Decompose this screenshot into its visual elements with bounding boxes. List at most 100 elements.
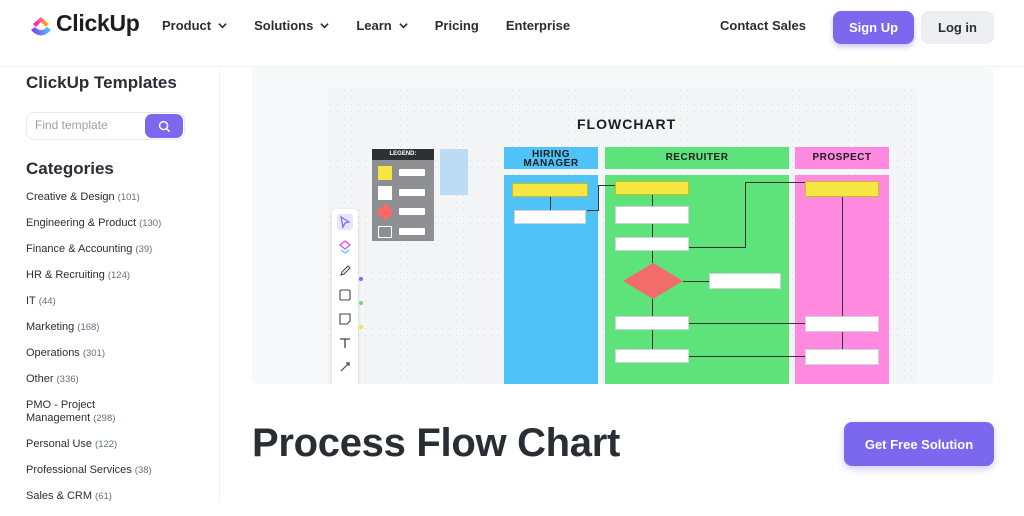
lane-hiring-manager: HIRING MANAGER [504, 147, 598, 384]
category-label: Operations [26, 347, 80, 359]
flow-connector [842, 197, 843, 316]
category-label: PMO - Project Management [26, 399, 96, 424]
category-item[interactable]: Finance & Accounting(39) [26, 243, 211, 256]
category-item[interactable]: Creative & Design(101) [26, 191, 211, 204]
page-title: Process Flow Chart [252, 421, 621, 465]
category-count: (130) [139, 218, 162, 229]
category-label: Professional Services [26, 464, 132, 476]
template-preview: FLOWCHART [252, 67, 993, 384]
legend-decision-shape [376, 203, 394, 221]
lane-header: RECRUITER [605, 147, 789, 169]
brand-name: ClickUp [56, 10, 140, 36]
category-count: (39) [135, 244, 153, 255]
flow-connector [745, 182, 746, 248]
flowchart-title: FLOWCHART [577, 116, 677, 132]
connector-tool[interactable] [337, 359, 353, 375]
nav-product[interactable]: Product [162, 18, 227, 33]
site-header: ClickUp Product Solutions Learn Pricing … [0, 0, 1024, 54]
flow-step [805, 349, 879, 365]
flow-connector [652, 224, 653, 237]
lane-body [504, 175, 598, 384]
lane-header: PROSPECT [795, 147, 889, 169]
shape-tool[interactable] [337, 287, 353, 303]
flow-step [709, 273, 781, 289]
nav-enterprise-label: Enterprise [505, 18, 571, 33]
category-item[interactable]: Professional Services(38) [26, 464, 211, 477]
square-icon [339, 289, 351, 301]
category-list: Creative & Design(101) Engineering & Prod… [26, 191, 211, 516]
category-item[interactable]: Sales & CRM(61) [26, 490, 211, 503]
text-tool[interactable] [337, 335, 353, 351]
flow-connector [689, 323, 805, 324]
flow-step [615, 349, 689, 363]
category-count: (124) [107, 270, 131, 281]
legend-flow-shape [378, 226, 392, 238]
category-label: Finance & Accounting [26, 243, 133, 255]
ai-tool[interactable] [337, 239, 353, 255]
nav-enterprise[interactable]: Enterprise [506, 18, 570, 33]
lane-recruiter: RECRUITER [605, 147, 789, 384]
sign-up-button[interactable]: Sign Up [833, 11, 914, 44]
flow-step [805, 181, 879, 197]
categories-title: Categories [26, 159, 114, 178]
flow-connector [652, 251, 653, 263]
category-item[interactable]: PMO - Project Management(298) [26, 399, 136, 425]
nav-learn[interactable]: Learn [356, 18, 408, 33]
get-free-solution-button[interactable]: Get Free Solution [844, 422, 994, 466]
nav-solutions[interactable]: Solutions [254, 18, 330, 33]
category-label: Creative & Design [26, 191, 115, 203]
clickup-logo-icon [31, 16, 51, 35]
sidebar-title: ClickUp Templates [26, 73, 177, 92]
legend-label-box [399, 228, 425, 235]
category-item[interactable]: HR & Recruiting(124) [26, 269, 211, 282]
text-icon [340, 338, 350, 348]
category-label: IT [26, 295, 36, 307]
category-count: (301) [82, 348, 105, 359]
nav-pricing[interactable]: Pricing [435, 18, 479, 33]
select-tool[interactable] [337, 214, 353, 230]
chevron-down-icon [399, 23, 408, 29]
template-search [26, 112, 185, 140]
color-dot [359, 325, 363, 329]
pen-icon [340, 265, 351, 276]
flow-step [615, 237, 689, 251]
flow-connector [745, 182, 805, 183]
chevron-down-icon [320, 23, 330, 29]
decision-diamond [623, 263, 683, 299]
category-label: Sales & CRM [26, 490, 93, 502]
whiteboard-canvas: FLOWCHART [327, 87, 917, 384]
lane-body [605, 175, 789, 384]
log-in-button[interactable]: Log in [921, 11, 994, 44]
sticky-note-tool[interactable] [337, 311, 353, 327]
chevron-down-icon [218, 23, 227, 29]
lane-header: HIRING MANAGER [504, 147, 598, 169]
flow-connector [842, 332, 843, 349]
clickup-logo[interactable]: ClickUp [30, 10, 140, 37]
flow-connector [683, 281, 709, 282]
search-button[interactable] [145, 114, 183, 138]
templates-sidebar: ClickUp Templates Categories Creative & … [0, 67, 220, 502]
search-input[interactable] [35, 118, 145, 132]
flow-step [615, 206, 689, 224]
legend-title: LEGEND: [372, 149, 434, 160]
search-icon [158, 120, 170, 132]
nav-learn-label: Learn [356, 18, 392, 33]
category-item[interactable]: Marketing(168) [26, 321, 211, 334]
category-item[interactable]: IT(44) [26, 295, 211, 308]
flow-step [805, 316, 879, 332]
cursor-icon [340, 215, 351, 229]
flow-step [512, 183, 588, 197]
flow-connector [587, 210, 599, 211]
category-item[interactable]: Operations(301) [26, 347, 211, 360]
category-label: Engineering & Product [26, 217, 137, 229]
category-item[interactable]: Personal Use(122) [26, 438, 211, 451]
pen-tool[interactable] [337, 263, 353, 279]
flow-connector [550, 197, 551, 210]
category-count: (101) [117, 192, 140, 203]
flow-connector [652, 330, 653, 349]
category-count: (44) [38, 296, 56, 307]
category-item[interactable]: Engineering & Product(130) [26, 217, 211, 230]
category-item[interactable]: Other(336) [26, 373, 211, 386]
contact-sales-link[interactable]: Contact Sales [720, 18, 806, 33]
sticky-note-icon [339, 313, 351, 325]
